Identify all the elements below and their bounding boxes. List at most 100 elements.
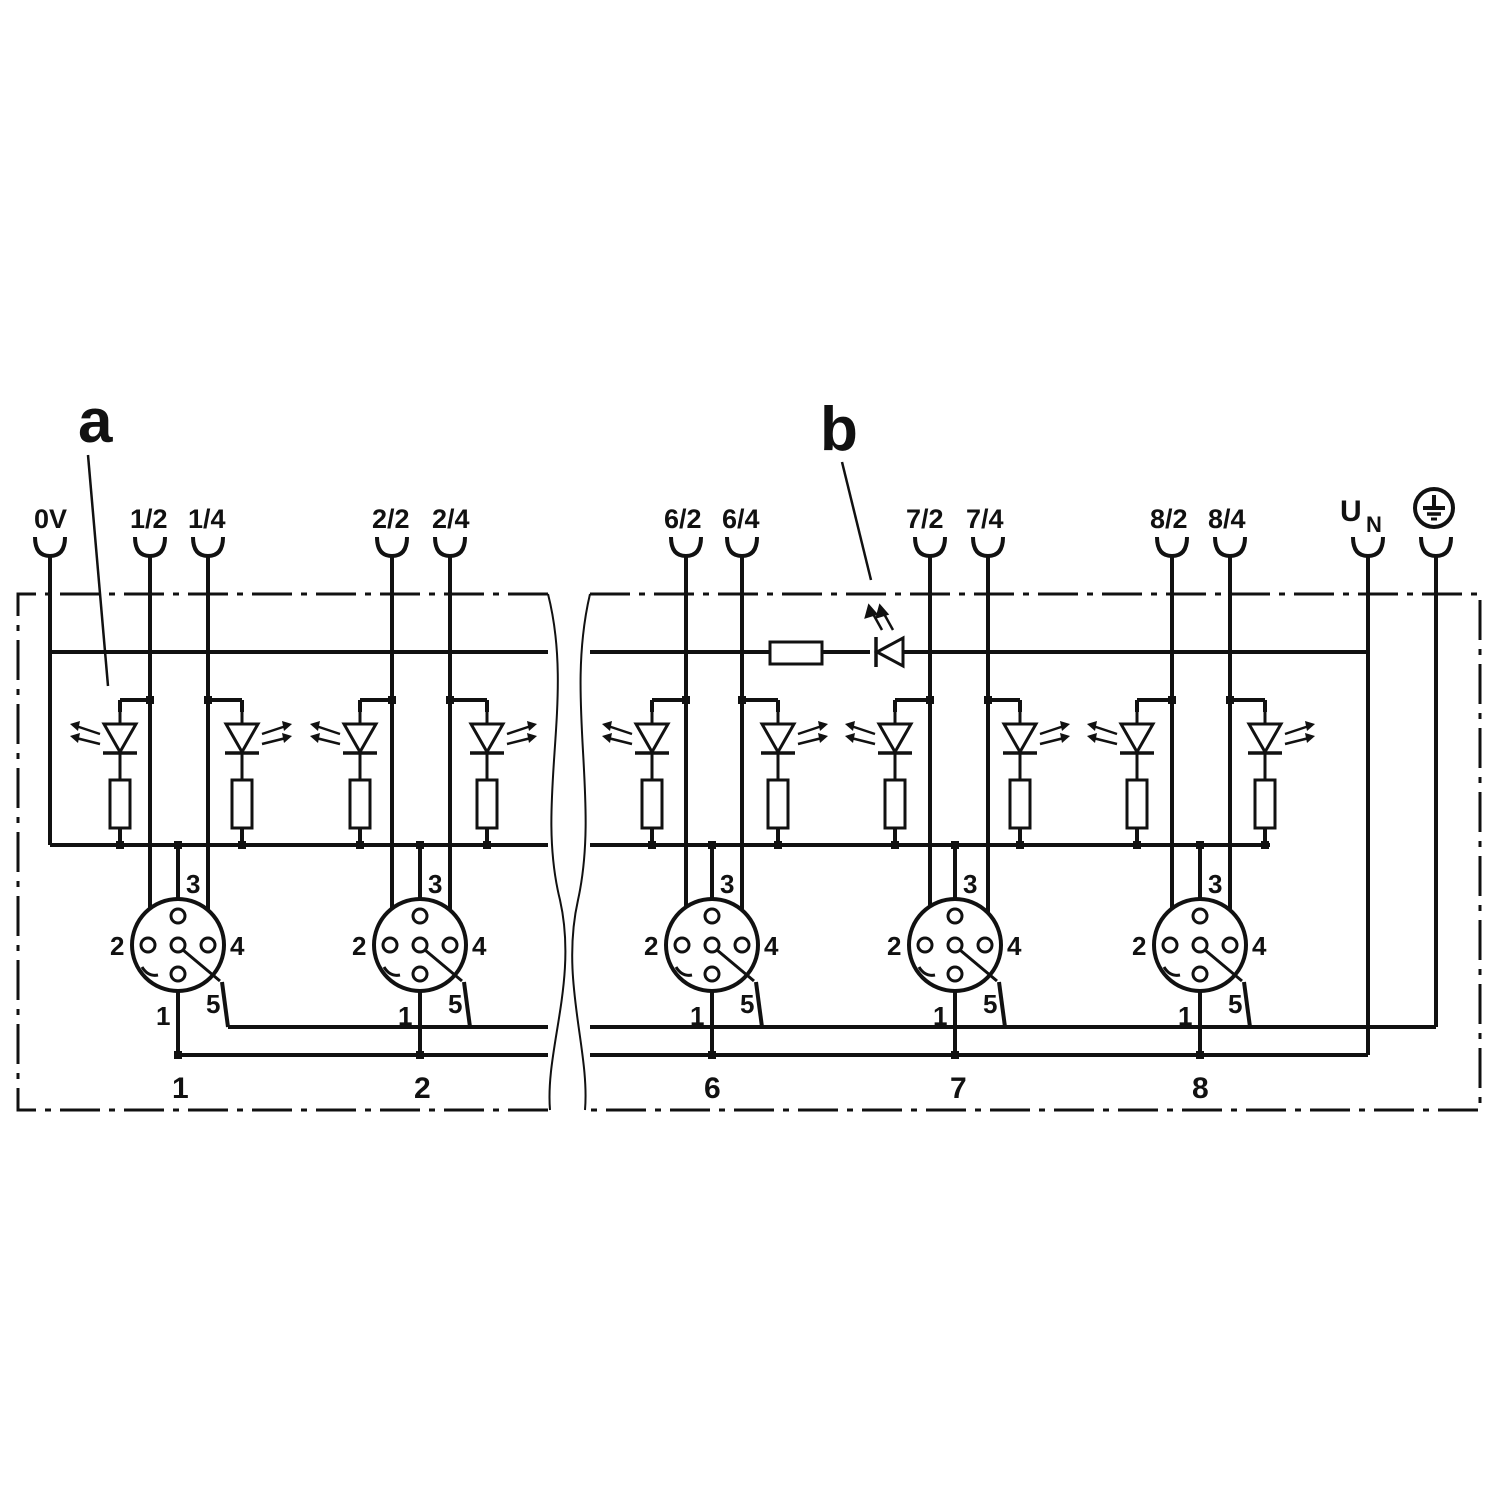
terminal-label-6-4: 6/4 — [722, 504, 760, 534]
status-led-icon — [759, 708, 830, 782]
callout-b: b — [820, 395, 858, 464]
pin-number: 2 — [110, 931, 124, 961]
channel-module — [600, 555, 830, 1059]
pin-number: 5 — [206, 989, 220, 1019]
led-resistor — [1125, 778, 1149, 830]
pe-wire — [754, 981, 764, 1028]
channel-module — [68, 555, 294, 1059]
port-label-1: 1 — [172, 1072, 189, 1105]
terminal-hook — [971, 536, 1005, 559]
pe-wire — [1242, 981, 1252, 1028]
junction-dot — [446, 696, 454, 704]
led-resistor — [883, 778, 907, 830]
pin-number: 1 — [690, 1001, 704, 1031]
terminal-hook — [433, 536, 467, 559]
pin-number: 2 — [887, 931, 901, 961]
pin-number: 4 — [1252, 931, 1267, 961]
pin-number: 1 — [933, 1001, 947, 1031]
led-resistor — [640, 778, 664, 830]
pin-number: 3 — [1208, 869, 1222, 899]
junction-dot — [738, 696, 746, 704]
terminal-hook — [375, 536, 409, 559]
port-label-2: 2 — [414, 1072, 431, 1105]
status-led-icon — [843, 708, 914, 782]
pin-number: 3 — [963, 869, 977, 899]
pin-number: 4 — [764, 931, 779, 961]
port-label-7: 7 — [950, 1072, 967, 1105]
protective-earth-icon — [1413, 487, 1455, 529]
junction-dot — [984, 696, 992, 704]
pin-number: 1 — [156, 1001, 170, 1031]
terminal-hooks — [33, 536, 1453, 559]
channel-module — [1085, 555, 1317, 1059]
terminal-hook — [133, 536, 167, 559]
terminal-label-8-4: 8/4 — [1208, 504, 1246, 534]
status-led-icon — [468, 708, 539, 782]
junction-dot — [648, 841, 656, 849]
terminal-label-7-4: 7/4 — [966, 504, 1004, 534]
housing-outline — [16, 592, 1482, 1112]
junction-dot — [708, 1051, 716, 1059]
pin-number: 1 — [1178, 1001, 1192, 1031]
terminal-hook — [669, 536, 703, 559]
junction-dot — [388, 696, 396, 704]
junction-dot — [926, 696, 934, 704]
junction-dot — [416, 1051, 424, 1059]
supply-indicator — [768, 603, 905, 669]
led-resistor — [1253, 778, 1277, 830]
junction-dot — [774, 841, 782, 849]
pe-wire — [462, 981, 472, 1028]
terminal-hook — [191, 536, 225, 559]
port-label-6: 6 — [704, 1072, 721, 1105]
terminal-label-2-2: 2/2 — [372, 504, 410, 534]
junction-dot — [951, 1051, 959, 1059]
junction-dot — [951, 841, 959, 849]
led-resistor — [1008, 778, 1032, 830]
pin-number: 4 — [230, 931, 245, 961]
supply-label-n: N — [1366, 512, 1382, 537]
junction-dot — [1168, 696, 1176, 704]
callout-a: a — [78, 387, 113, 456]
supply-label-u: U — [1340, 495, 1362, 528]
pin-number: 5 — [1228, 989, 1242, 1019]
terminal-hook — [1155, 536, 1189, 559]
pe-wire — [997, 981, 1007, 1028]
port-label-8: 8 — [1192, 1072, 1209, 1105]
terminal-hook — [913, 536, 947, 559]
junction-dot — [1196, 841, 1204, 849]
junction-dot — [1133, 841, 1141, 849]
pin-number: 2 — [644, 931, 658, 961]
housing-break — [547, 593, 591, 1111]
junction-dot — [891, 841, 899, 849]
terminal-label-1-4: 1/4 — [188, 504, 226, 534]
terminal-label-7-2: 7/2 — [906, 504, 944, 534]
led-resistor — [348, 778, 372, 830]
terminal-label-8-2: 8/2 — [1150, 504, 1188, 534]
junction-dot — [1226, 696, 1234, 704]
terminal-hook — [725, 536, 759, 559]
pin-number: 5 — [983, 989, 997, 1019]
junction-dot — [204, 696, 212, 704]
terminal-label-0v: 0V — [34, 504, 67, 534]
junction-dot — [238, 841, 246, 849]
pin-number: 3 — [186, 869, 200, 899]
junction-dot — [483, 841, 491, 849]
series-resistor — [768, 640, 824, 666]
terminal-hook — [1419, 536, 1453, 559]
channel-circuits — [68, 555, 1317, 1059]
junction-dot — [1261, 841, 1269, 849]
junction-dot — [356, 841, 364, 849]
junction-dot — [146, 696, 154, 704]
led-resistor — [108, 778, 132, 830]
terminal-label-6-2: 6/2 — [664, 504, 702, 534]
pe-wire — [220, 981, 230, 1028]
pin-number: 2 — [352, 931, 366, 961]
supply-led-icon — [873, 635, 905, 669]
junction-dot — [682, 696, 690, 704]
m12-connector-icon: 1 2 3 45 — [110, 869, 245, 1031]
pin-number: 3 — [720, 869, 734, 899]
